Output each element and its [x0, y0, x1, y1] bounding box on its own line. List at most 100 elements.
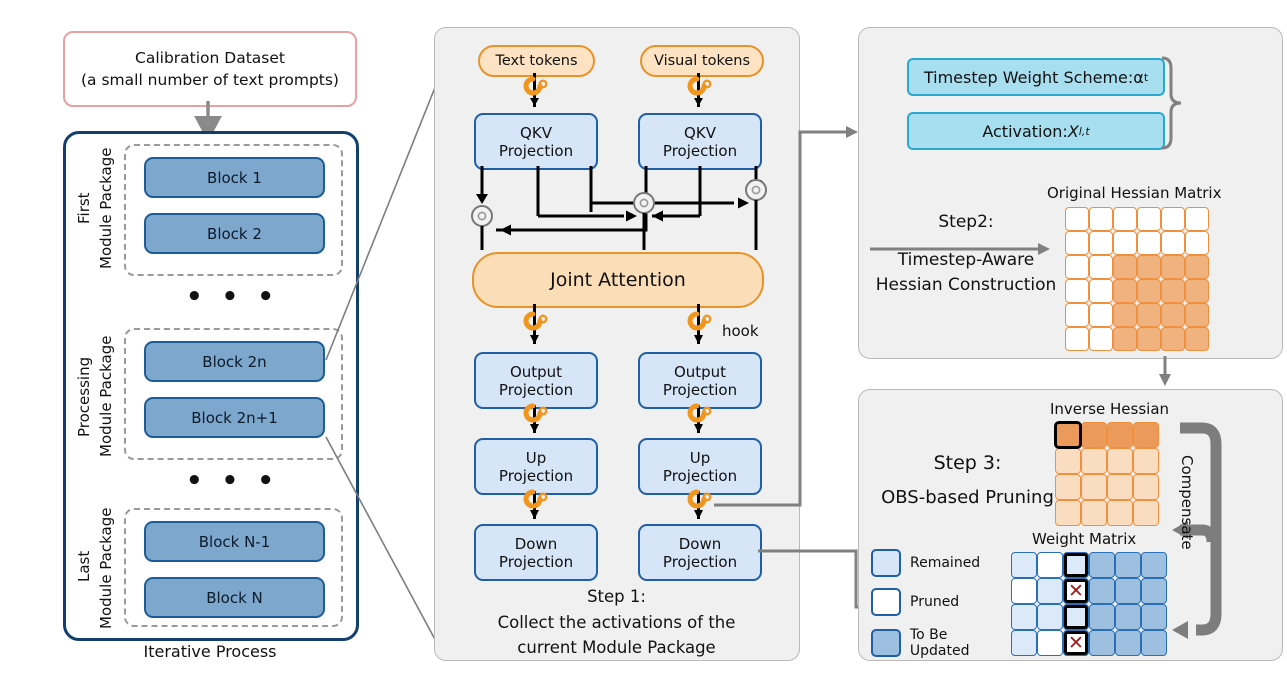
down-projection-visual[interactable]: Down Projection — [638, 524, 762, 581]
module-package-processing — [124, 328, 343, 460]
weight-cell — [1089, 552, 1115, 578]
timestep-weight-scheme-symbol: α — [1133, 67, 1144, 87]
weight-cell — [1011, 604, 1037, 630]
up-line-2: Projection — [662, 466, 738, 485]
inverse-hessian-cell — [1055, 500, 1081, 526]
legend-swatch-pruned — [871, 588, 901, 616]
weight-matrix: ✕✕ — [1011, 552, 1167, 656]
hessian-cell — [1137, 255, 1161, 279]
timestep-weight-scheme-subscript: t — [1143, 70, 1149, 84]
timestep-weight-scheme-label: Timestep Weight Scheme: — [923, 67, 1134, 87]
weight-cell — [1037, 604, 1063, 630]
weight-cell — [1011, 630, 1037, 656]
activation-subscript: l,t — [1078, 124, 1090, 138]
legend-item-remained: Remained — [871, 549, 1011, 577]
inverse-hessian-cell — [1133, 448, 1159, 474]
legend-label-pruned: Pruned — [910, 594, 960, 610]
inverse-hessian-cell — [1081, 448, 1107, 474]
output-line-2: Projection — [662, 380, 738, 399]
weight-cell — [1141, 578, 1167, 604]
hessian-cell — [1161, 207, 1185, 231]
inverse-hessian-cell — [1055, 448, 1081, 474]
up-line-2: Projection — [498, 466, 574, 485]
hessian-cell — [1065, 303, 1089, 327]
up-line-1: Up — [689, 448, 711, 467]
ellipsis-bottom: • • • — [186, 466, 279, 496]
original-hessian-title: Original Hessian Matrix — [1047, 184, 1222, 202]
weight-cell — [1089, 604, 1115, 630]
step1-line-1: Collect the activations of the — [497, 612, 736, 632]
down-projection-text[interactable]: Down Projection — [474, 524, 598, 581]
hessian-cell — [1137, 303, 1161, 327]
hook-icon-up-down-text — [523, 489, 548, 519]
step2-title: Step2: — [938, 212, 994, 232]
package-side-label-last: Last — [75, 550, 93, 582]
output-projection-text[interactable]: Output Projection — [474, 352, 598, 409]
ellipsis-top: • • • — [186, 282, 279, 312]
block-2n-plus-1[interactable]: Block 2n+1 — [144, 397, 325, 438]
pruned-x-icon: ✕ — [1068, 579, 1084, 602]
visual-tokens-pill[interactable]: Visual tokens — [640, 45, 764, 77]
weight-cell — [1115, 552, 1141, 578]
weight-cell — [1037, 630, 1063, 656]
output-projection-visual[interactable]: Output Projection — [638, 352, 762, 409]
calibration-dataset-box: Calibration Dataset (a small number of t… — [63, 31, 357, 107]
weight-cell: ✕ — [1063, 578, 1089, 604]
up-projection-text[interactable]: Up Projection — [474, 438, 598, 495]
weight-cell — [1141, 552, 1167, 578]
hessian-cell — [1185, 327, 1209, 351]
weight-cell: ✕ — [1063, 630, 1089, 656]
weight-cell — [1115, 604, 1141, 630]
hessian-cell — [1065, 207, 1089, 231]
block-2[interactable]: Block 2 — [144, 213, 325, 254]
hessian-cell — [1185, 231, 1209, 255]
weight-cell — [1063, 552, 1089, 578]
down-line-1: Down — [678, 534, 722, 553]
block-2n[interactable]: Block 2n — [144, 341, 325, 382]
weight-cell — [1115, 578, 1141, 604]
output-line-2: Projection — [498, 380, 574, 399]
block-n-minus-1[interactable]: Block N-1 — [144, 521, 325, 562]
output-line-1: Output — [509, 362, 563, 381]
weight-cell — [1063, 604, 1089, 630]
qkv-projection-text[interactable]: QKV Projection — [474, 113, 598, 170]
up-projection-visual[interactable]: Up Projection — [638, 438, 762, 495]
hessian-cell — [1113, 327, 1137, 351]
step1-line-2: current Module Package — [517, 638, 716, 658]
activation-symbol: X — [1067, 121, 1079, 141]
hessian-cell — [1161, 255, 1185, 279]
hessian-cell — [1185, 207, 1209, 231]
inverse-hessian-title: Inverse Hessian — [1050, 400, 1170, 418]
weight-cell — [1089, 578, 1115, 604]
hook-icon-up-down-visual — [687, 489, 712, 519]
hessian-cell — [1089, 327, 1113, 351]
legend-label-to_be_updated: To Be Updated — [909, 627, 970, 659]
legend-swatch-remained — [871, 549, 901, 577]
weight-cell — [1037, 552, 1063, 578]
hook-icon-joint-output-visual — [687, 304, 712, 344]
hessian-cell — [1089, 255, 1113, 279]
weight-cell — [1141, 604, 1167, 630]
calibration-subtitle: (a small number of text prompts) — [81, 71, 339, 89]
curly-brace-icon — [1161, 56, 1182, 150]
block-n[interactable]: Block N — [144, 577, 325, 618]
hessian-cell — [1065, 327, 1089, 351]
step3-title: Step 3: — [933, 452, 1002, 474]
joint-attention-box[interactable]: Joint Attention — [472, 252, 764, 308]
package-sub-label-processing: Module Package — [97, 335, 115, 457]
block-1[interactable]: Block 1 — [144, 157, 325, 198]
hook-icon-output-up-visual — [687, 403, 712, 433]
up-line-1: Up — [525, 448, 547, 467]
inverse-hessian-cell — [1107, 500, 1133, 526]
text-tokens-pill[interactable]: Text tokens — [478, 45, 595, 77]
pruned-x-icon: ✕ — [1068, 631, 1084, 654]
inverse-hessian-matrix — [1054, 421, 1159, 526]
inverse-hessian-cell — [1107, 448, 1133, 474]
inverse-hessian-cell — [1081, 500, 1107, 526]
package-side-label-processing: Processing — [75, 356, 93, 438]
hook-icon-visual-qkv — [687, 73, 712, 107]
hessian-cell — [1089, 303, 1113, 327]
